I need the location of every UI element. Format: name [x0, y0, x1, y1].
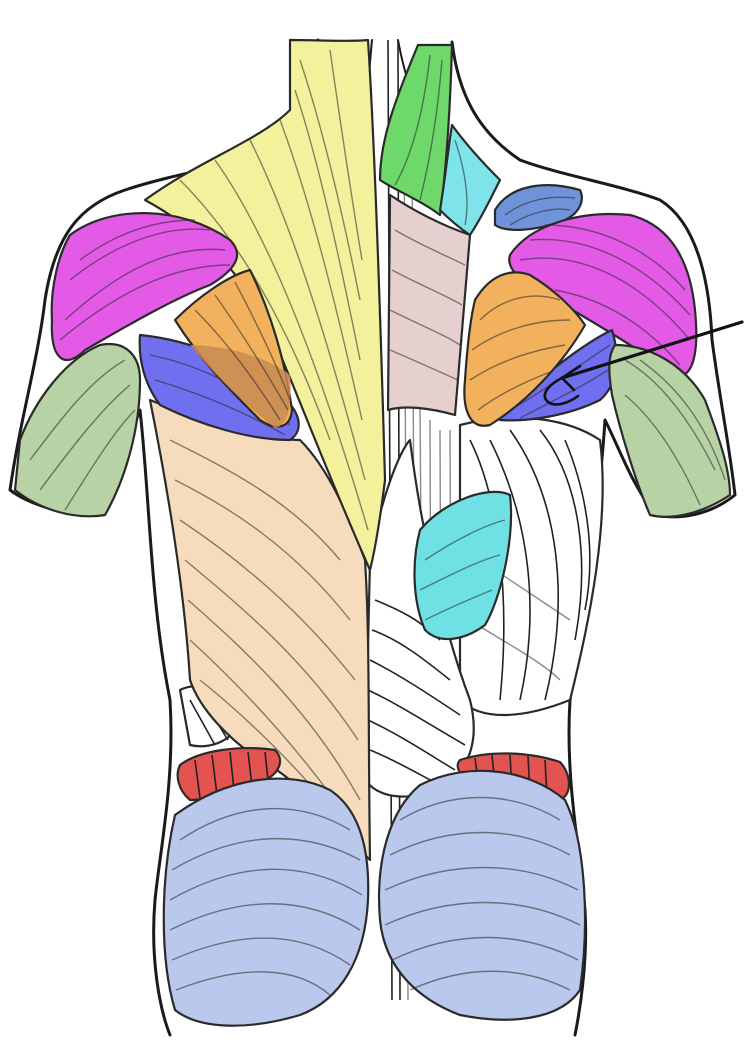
rhomboid-right — [386, 193, 472, 417]
upper-arm-left — [13, 342, 142, 518]
body-outline-right — [450, 40, 737, 1037]
supraspinatus-right — [493, 184, 583, 232]
pointer-arrow — [543, 320, 744, 406]
scalene-muscle — [438, 123, 502, 237]
latissimus-dorsi-left — [148, 398, 372, 862]
gluteus-maximus-left — [162, 777, 370, 1027]
deltoid-left — [50, 212, 239, 361]
levator-scapulae — [378, 43, 454, 217]
infraspinatus-left — [173, 268, 294, 428]
serratus-posterior — [413, 490, 513, 641]
gluteus-maximus-right — [377, 769, 587, 1021]
thoracolumbar-fascia — [363, 438, 475, 798]
upper-arm-right — [608, 343, 732, 518]
infraspinatus-right — [463, 271, 587, 427]
